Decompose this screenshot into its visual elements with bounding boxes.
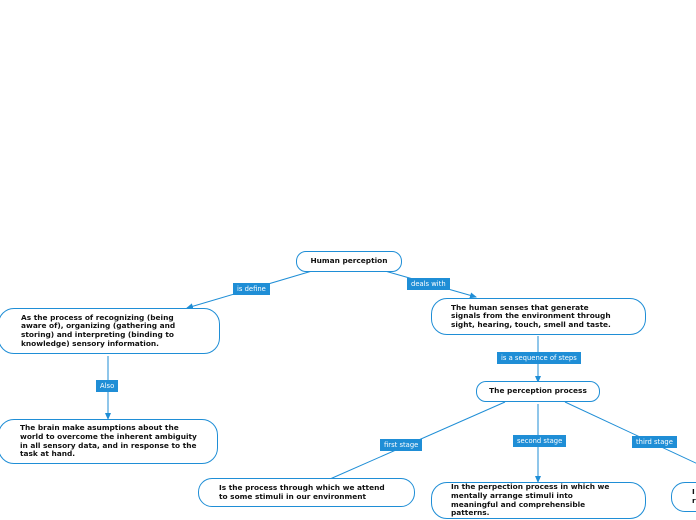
node-definition[interactable]: As the process of recognizing (being awa… <box>0 308 220 354</box>
node-human-senses[interactable]: The human senses that generate signals f… <box>431 298 646 335</box>
node-human-senses-text: The human senses that generate signals f… <box>451 302 611 329</box>
node-human-perception[interactable]: Human perception <box>296 251 402 272</box>
node-second-stage-description-text: In the perpection process in which we me… <box>451 482 610 518</box>
node-definition-text: As the process of recognizing (being awa… <box>21 312 176 348</box>
link-label-sequence-of-steps: is a sequence of steps <box>497 352 581 364</box>
link-label-deals-with: deals with <box>407 278 450 290</box>
link-label-is-define: is define <box>233 283 270 295</box>
node-first-stage-description[interactable]: Is the process through which we attend t… <box>198 478 415 507</box>
node-second-stage-description[interactable]: In the perpection process in which we me… <box>431 482 646 519</box>
node-first-stage-description-text: Is the process through which we attend t… <box>219 482 385 501</box>
node-perception-process-text: The perception process <box>489 386 587 396</box>
node-brain-assumptions-text: The brain make asumptions about the worl… <box>20 423 197 459</box>
link-label-second-stage: second stage <box>513 435 567 447</box>
node-third-stage-description[interactable]: I r <box>671 482 696 512</box>
link-label-first-stage: first stage <box>380 439 423 451</box>
link-label-also: Also <box>96 380 119 392</box>
link-label-third-stage: third stage <box>632 436 677 448</box>
node-brain-assumptions[interactable]: The brain make asumptions about the worl… <box>0 419 218 464</box>
node-perception-process[interactable]: The perception process <box>476 381 600 402</box>
connector-process-stage3 <box>564 401 696 464</box>
node-human-perception-text: Human perception <box>310 256 388 266</box>
node-third-stage-description-text: I r <box>692 487 696 505</box>
